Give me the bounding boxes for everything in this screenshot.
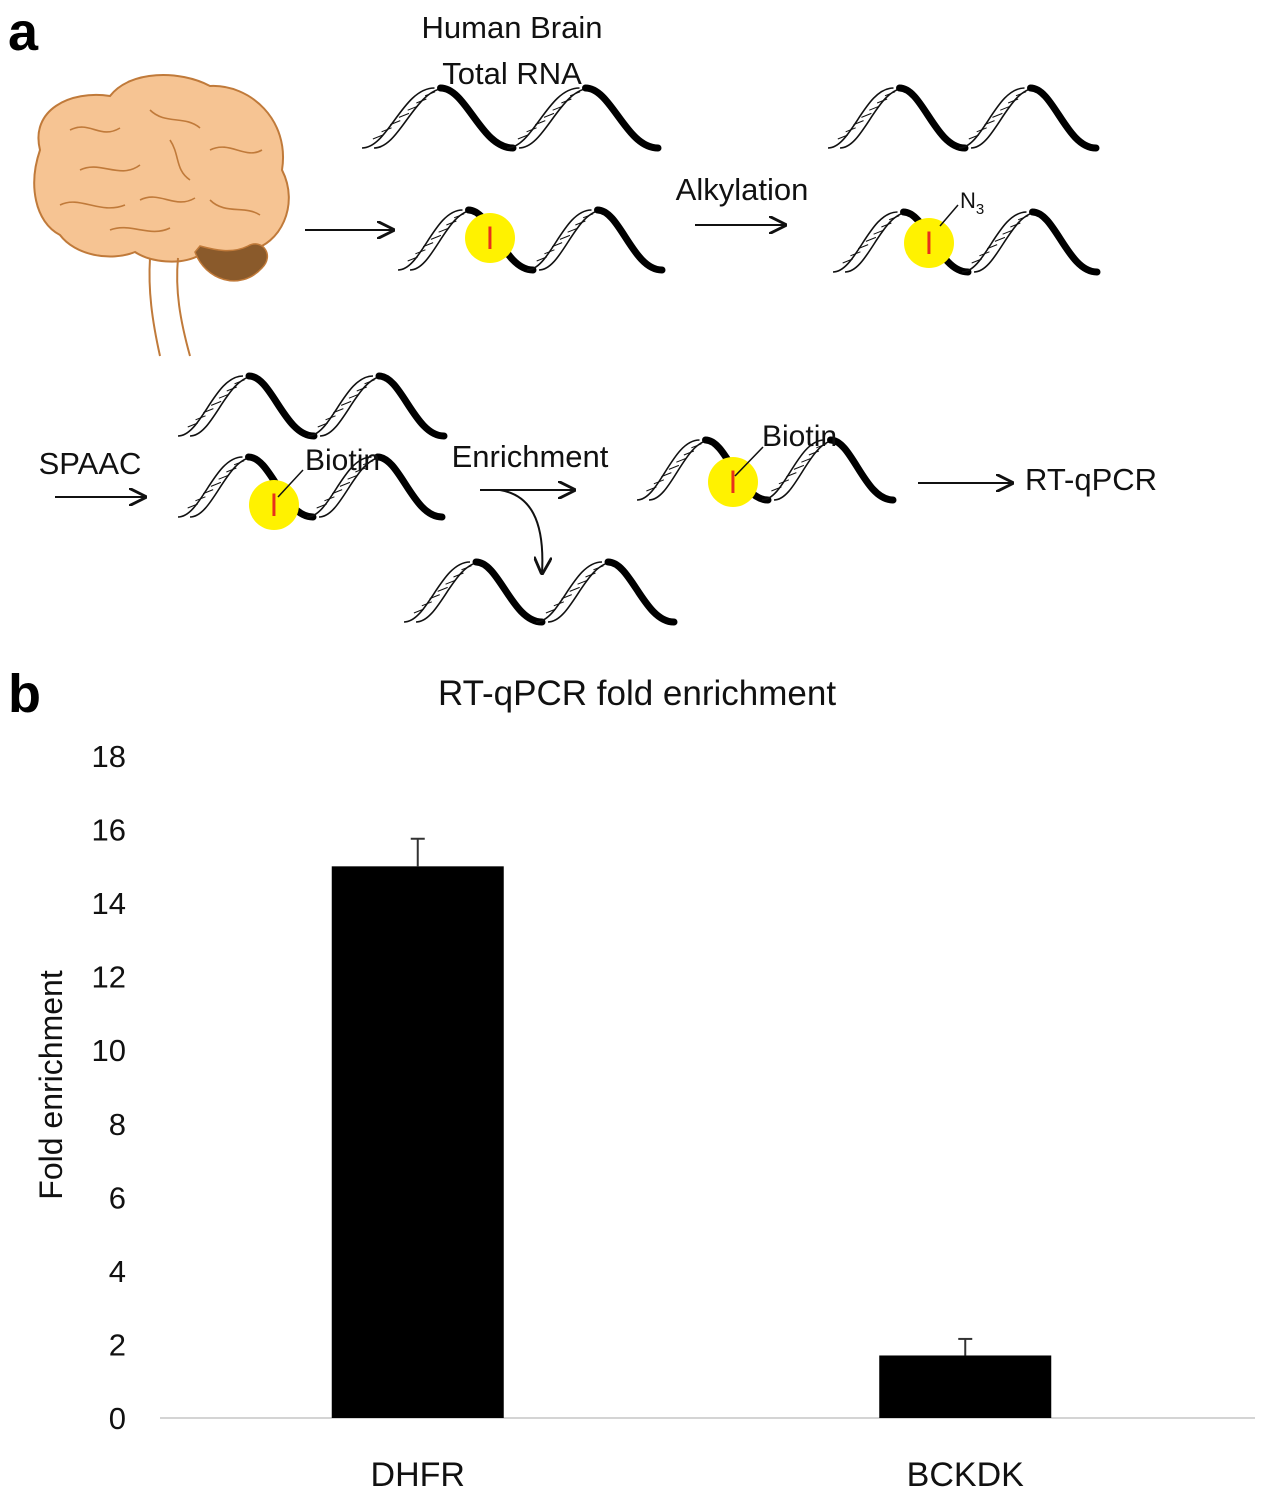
inosine-markers: I I I I: [249, 213, 954, 530]
azide-linker: [939, 204, 959, 227]
y-tick-label: 8: [109, 1107, 126, 1142]
arrow-flowthrough: [499, 489, 542, 573]
rna-strand-1: [361, 84, 662, 152]
inosine-circle: [708, 457, 758, 507]
source-label-line2: Total RNA: [442, 56, 582, 91]
inosine-circle: [249, 480, 299, 530]
inosine-marker-2: I: [904, 218, 954, 268]
rna-strand-7: [403, 558, 678, 626]
bar-dhfr: [331, 866, 504, 1418]
inosine-letter: I: [270, 487, 279, 523]
inosine-marker-4: I: [708, 457, 758, 507]
y-tick-label: 10: [92, 1033, 126, 1068]
panel-a-letter: a: [8, 2, 39, 62]
step-spaac-label: SPAAC: [39, 446, 142, 481]
x-tick-label: DHFR: [371, 1456, 465, 1494]
rna-strand-2: [397, 206, 666, 274]
y-tick-label: 0: [109, 1401, 126, 1436]
inosine-circle: [904, 218, 954, 268]
biotin-linker-2: [734, 446, 764, 477]
source-label-line1: Human Brain: [422, 10, 603, 45]
y-tick-label: 4: [109, 1254, 126, 1289]
azide-label: N3: [960, 188, 984, 218]
rna-strand-5: [177, 372, 448, 440]
y-tick-label: 16: [92, 813, 126, 848]
rna-strand-4: [832, 208, 1101, 276]
y-tick-label: 18: [92, 739, 126, 774]
rna-strand-6: [177, 453, 446, 521]
chart-title: RT-qPCR fold enrichment: [438, 674, 836, 713]
inosine-letter: I: [486, 220, 495, 256]
inosine-marker-1: I: [465, 213, 515, 263]
inosine-letter: I: [729, 464, 738, 500]
y-tick-label: 6: [109, 1180, 126, 1215]
biotin-linker: [277, 469, 304, 498]
y-tick-label: 2: [109, 1327, 126, 1362]
rna-strands: [177, 84, 1101, 626]
biotin-label: Biotin: [305, 444, 380, 477]
step-alkylation-label: Alkylation: [676, 172, 809, 207]
bar-bckdk: [879, 1355, 1052, 1418]
final-step-label: RT-qPCR: [1025, 462, 1157, 497]
rna-strand-3: [827, 84, 1100, 152]
inosine-letter: I: [925, 225, 934, 261]
y-tick-label: 14: [92, 886, 126, 921]
y-axis-label: Fold enrichment: [33, 970, 69, 1200]
biotin-label-2: Biotin: [762, 420, 837, 453]
panel-b-letter: b: [8, 664, 41, 724]
y-tick-label: 12: [92, 960, 126, 995]
inosine-circle: [465, 213, 515, 263]
step-enrichment-label: Enrichment: [452, 439, 609, 474]
brain-icon: [33, 74, 290, 357]
inosine-marker-3: I: [249, 480, 299, 530]
x-tick-label: BCKDK: [907, 1456, 1024, 1494]
